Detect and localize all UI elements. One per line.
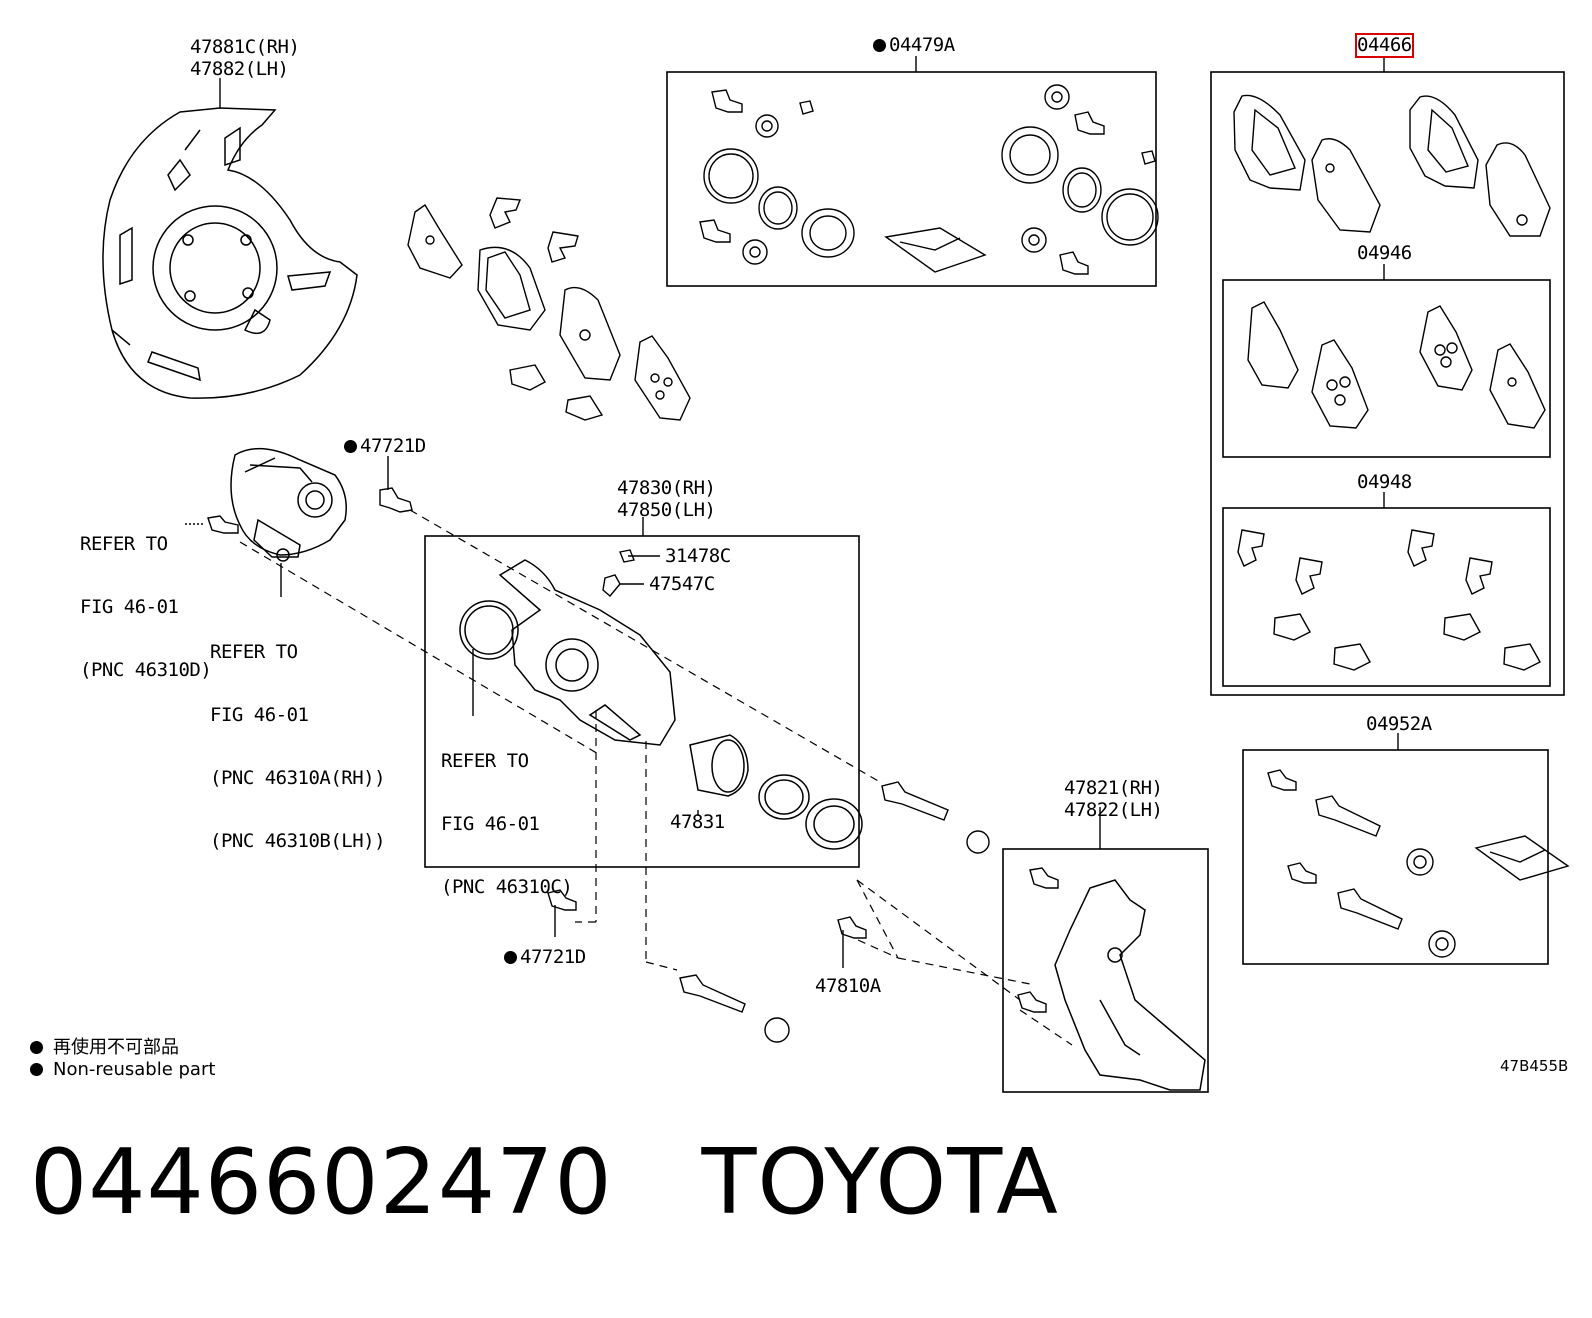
leader-lines (185, 56, 1399, 968)
refer-line: REFER TO (80, 533, 168, 555)
kit-box-04479a (666, 71, 1157, 287)
legend-item-jp: 再使用不可部品 (30, 1033, 179, 1059)
non-reusable-dot-icon (30, 1041, 43, 1054)
label-47830-rh[interactable]: 47830(RH) (617, 477, 716, 499)
label-04479a[interactable]: 04479A (873, 35, 955, 56)
refer-line: REFER TO (441, 750, 529, 772)
label-04952a[interactable]: 04952A (1366, 713, 1432, 735)
drawing-code: 47B455B (1500, 1057, 1569, 1075)
refer-line: (PNC 46310D) (80, 659, 212, 681)
bolt-drawings (207, 487, 1059, 1043)
legend-item-en: Non-reusable part (30, 1059, 215, 1080)
label-47721d-top-text: 47721D (360, 435, 426, 457)
label-47822-lh[interactable]: 47822(LH) (1064, 799, 1163, 821)
label-04948[interactable]: 04948 (1357, 471, 1412, 493)
mount-bracket-drawing (1054, 879, 1206, 1091)
non-reusable-dot-icon (504, 951, 517, 964)
label-47831[interactable]: 47831 (670, 811, 725, 833)
kit-04479a-drawings (699, 84, 1159, 275)
label-04466-highlighted[interactable]: 04466 (1355, 33, 1414, 58)
refer-line: FIG 46-01 (441, 813, 540, 835)
dashed-assembly-lines (239, 509, 1073, 1046)
kit-box-04466 (1210, 71, 1565, 696)
label-04479a-text: 04479A (889, 34, 955, 56)
dust-shield-drawing (102, 107, 358, 399)
kit-04952a-drawings (1267, 769, 1570, 958)
label-47850-lh[interactable]: 47850(LH) (617, 499, 716, 521)
kit-box-04946 (1222, 279, 1551, 458)
non-reusable-dot-icon (344, 440, 357, 453)
refer-line: REFER TO (210, 641, 298, 663)
refer-line: (PNC 46310A(RH)) (210, 767, 386, 789)
refer-line: FIG 46-01 (210, 704, 309, 726)
part-number: 0446602470 (30, 1130, 613, 1235)
label-47821-rh[interactable]: 47821(RH) (1064, 777, 1163, 799)
caliper-drawing (459, 559, 863, 850)
label-47810a[interactable]: 47810A (815, 975, 881, 997)
brake-pad-drawings-left (407, 197, 691, 421)
non-reusable-dot-icon (873, 39, 886, 52)
kit-box-04948 (1222, 507, 1551, 687)
refer-line: (PNC 46310C) (441, 876, 573, 898)
refer-note-motor: REFER TO FIG 46-01 (PNC 46310D) (80, 492, 212, 702)
brand-name: TOYOTA (701, 1130, 1059, 1235)
label-47882-lh[interactable]: 47882(LH) (190, 58, 289, 80)
label-47547c[interactable]: 47547C (649, 573, 715, 595)
kit-box-04952a (1242, 749, 1549, 965)
pad-kit-04466-drawings (1233, 94, 1551, 237)
refer-note-bracket: REFER TO FIG 46-01 (PNC 46310A(RH)) (PNC… (210, 600, 386, 873)
mount-box (1002, 848, 1209, 1093)
legend-text: 再使用不可部品 (53, 1037, 179, 1058)
kit-04948-drawings (1237, 529, 1541, 671)
refer-line: (PNC 46310B(LH)) (210, 830, 386, 852)
label-47721d-bottom[interactable]: 47721D (504, 947, 586, 968)
legend-text: Non-reusable part (53, 1059, 216, 1080)
label-47721d-top[interactable]: 47721D (344, 436, 426, 457)
label-47881c-rh[interactable]: 47881C(RH) (190, 36, 300, 58)
part-title: 0446602470 TOYOTA (30, 1130, 1059, 1235)
refer-line: FIG 46-01 (80, 596, 179, 618)
caliper-box (424, 535, 860, 868)
non-reusable-dot-icon (30, 1063, 43, 1076)
label-31478c[interactable]: 31478C (665, 545, 731, 567)
label-47721d-bottom-text: 47721D (520, 946, 586, 968)
refer-note-caliper: REFER TO FIG 46-01 (PNC 46310C) (441, 709, 573, 919)
kit-04946-drawings (1247, 301, 1546, 429)
label-04946[interactable]: 04946 (1357, 242, 1412, 264)
parking-motor-drawing (230, 447, 347, 562)
